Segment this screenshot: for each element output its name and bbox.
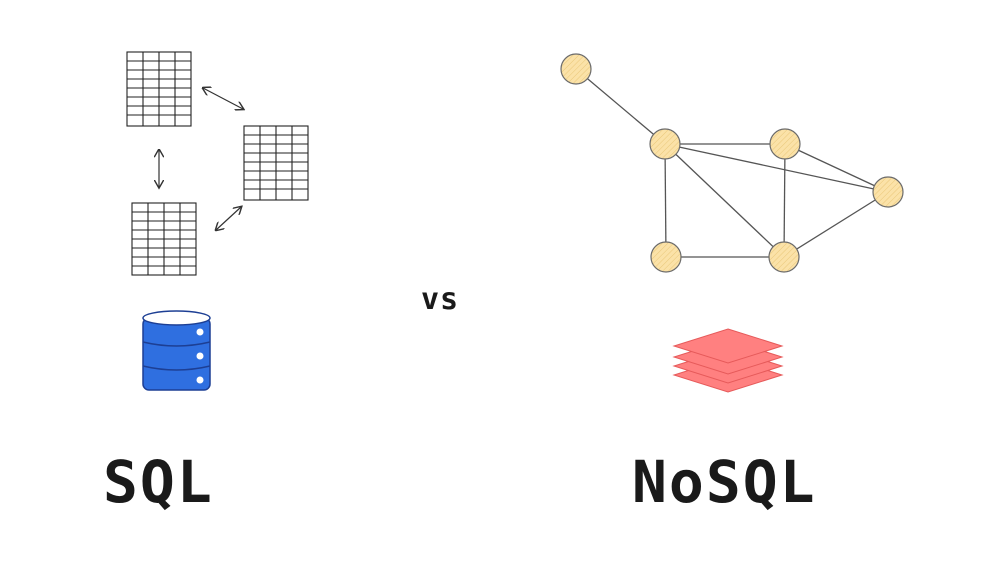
sql-label: SQL (103, 448, 214, 516)
graph-edges (575, 68, 889, 258)
graph-node-icon (872, 176, 904, 208)
graph-node-icon (769, 128, 801, 160)
vs-label: vs (421, 282, 460, 317)
graph-node-icon (560, 53, 592, 85)
nosql-label: NoSQL (632, 448, 817, 516)
layers-icon (672, 328, 784, 393)
table-icon-bottom (131, 202, 197, 276)
relation-arrow-top-right (203, 88, 243, 109)
database-icon (142, 310, 211, 391)
graph-nodes (560, 53, 904, 273)
table-icon-top (126, 51, 192, 127)
graph-node-icon (649, 128, 681, 160)
graph-node-icon (650, 241, 682, 273)
relation-arrow-bottom-right (216, 207, 241, 230)
graph-node-icon (768, 241, 800, 273)
table-icon-right (243, 125, 309, 201)
